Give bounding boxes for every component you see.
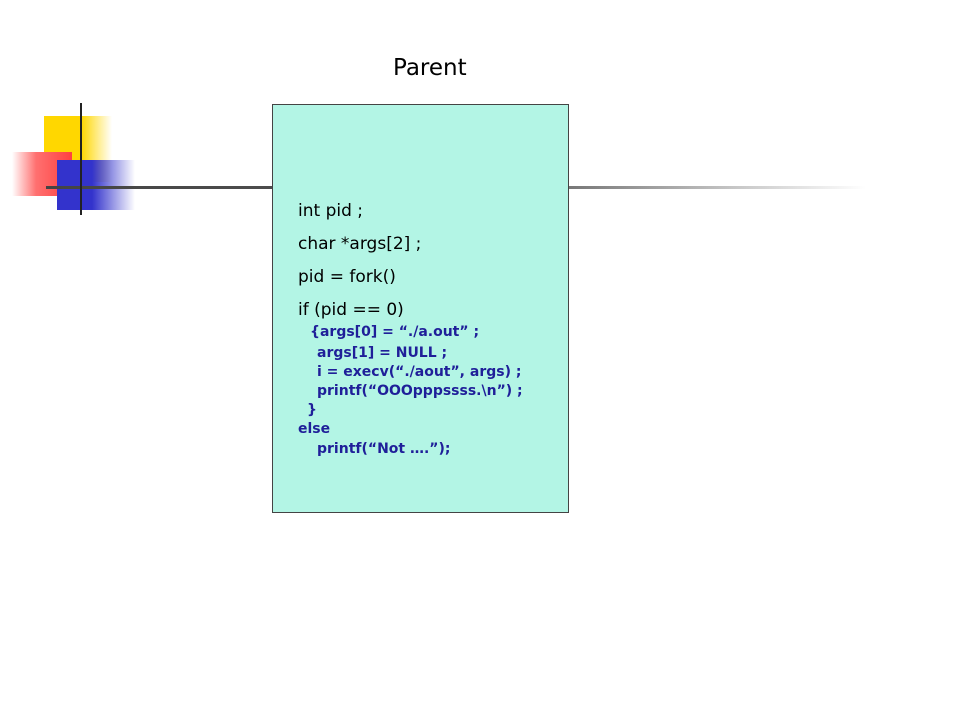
code-line-declare-args: char *args[2] ; [298,234,422,254]
code-line-args1: args[1] = NULL ; [317,345,448,361]
code-line-execv: i = execv(“./aout”, args) ; [317,364,522,380]
code-line-fork: pid = fork() [298,267,396,287]
code-line-close-brace: } [307,402,317,418]
code-line-if: if (pid == 0) [298,300,404,320]
slide-title: Parent [393,55,467,81]
code-line-printf-oops: printf(“OOOpppssss.\n”) ; [317,383,523,399]
code-panel: int pid ; char *args[2] ; pid = fork() i… [272,104,569,513]
code-line-else: else [298,421,331,437]
code-line-args0: {args[0] = “./a.out” ; [310,324,480,340]
decorative-vertical-line [80,103,82,215]
code-line-declare-pid: int pid ; [298,201,364,221]
code-line-printf-not: printf(“Not ….”); [317,441,451,457]
decorative-blue-square [57,160,135,210]
